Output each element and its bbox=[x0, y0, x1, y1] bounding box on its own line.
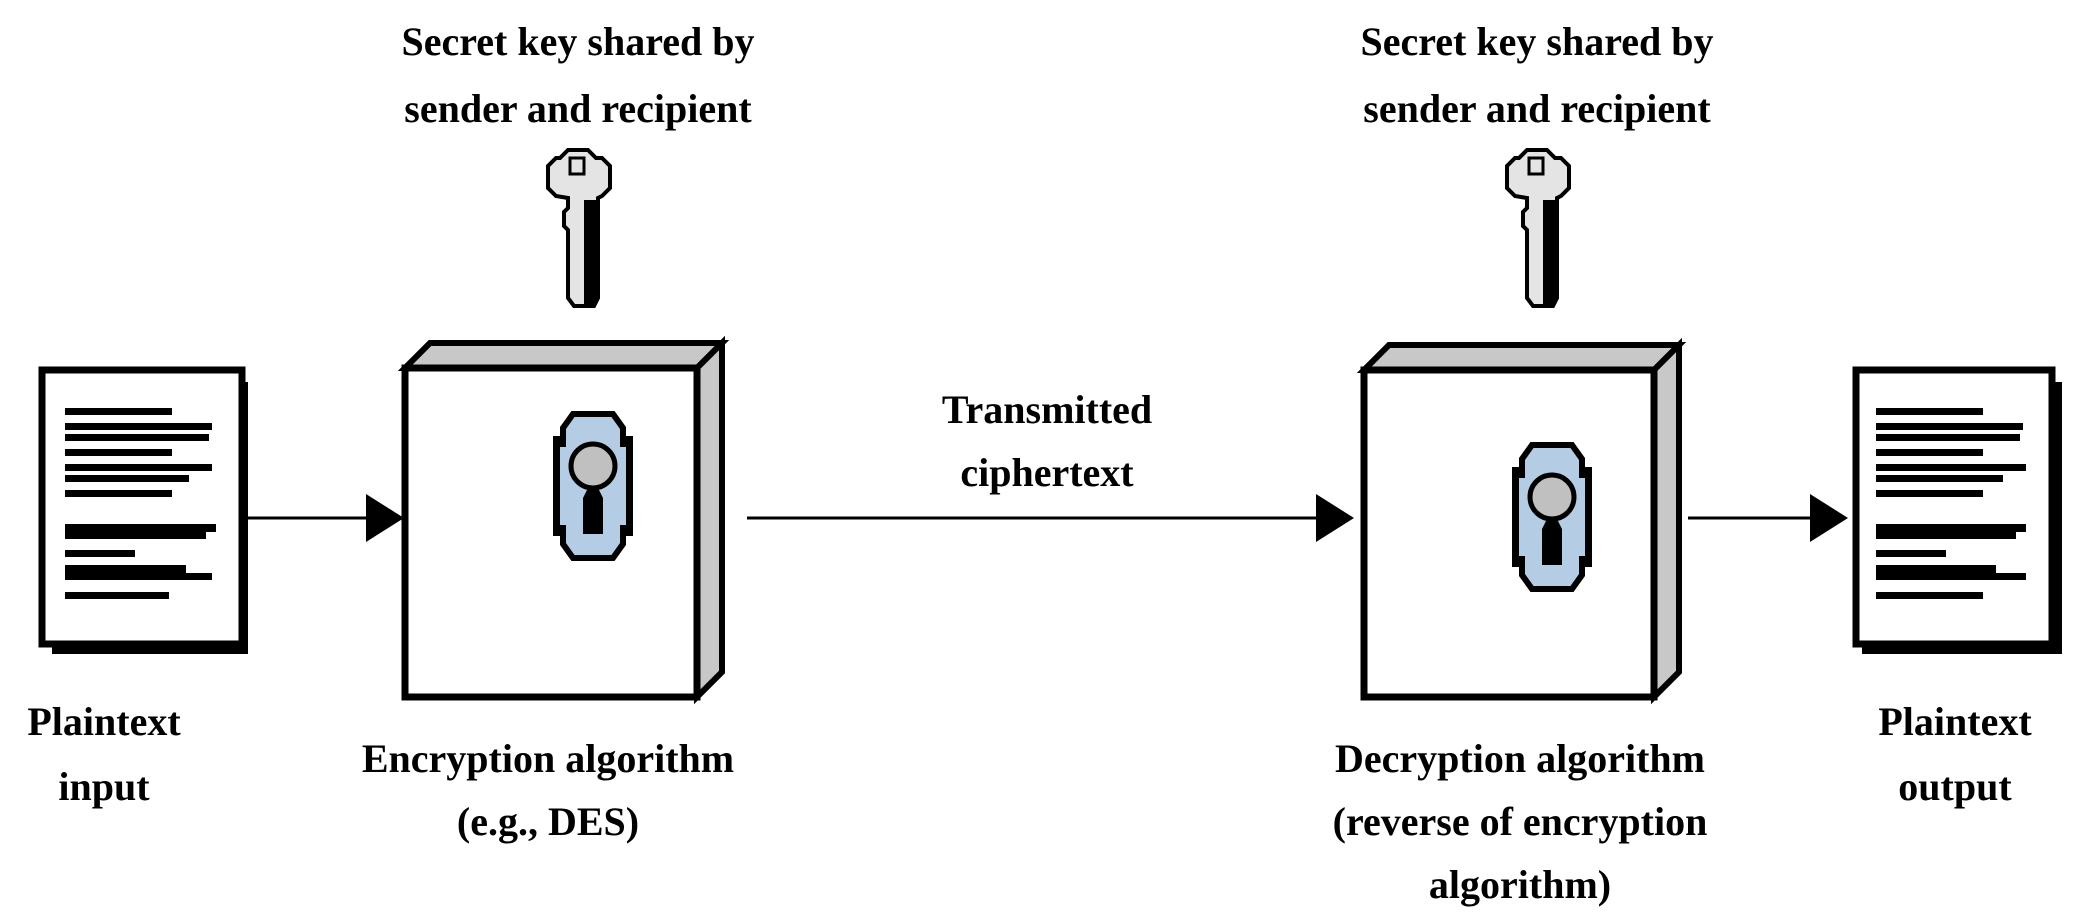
decryption-algorithm-box bbox=[1356, 337, 1687, 705]
plaintext-input-document-icon bbox=[38, 366, 248, 654]
arrow-plaintext-to-encryption bbox=[248, 494, 404, 542]
plaintext-input-label: Plaintext input bbox=[27, 699, 181, 809]
key-label-right: Secret key shared by sender and recipien… bbox=[1361, 19, 1714, 131]
key-label-right-line1: Secret key shared by bbox=[1361, 19, 1714, 64]
encryption-algorithm-label: Encryption algorithm (e.g., DES) bbox=[362, 736, 734, 844]
encryption-label-line1: Encryption algorithm bbox=[362, 736, 734, 781]
key-label-left-line2: sender and recipient bbox=[404, 86, 752, 131]
transmitted-ciphertext-label: Transmitted ciphertext bbox=[942, 387, 1152, 495]
document-text-lines bbox=[65, 408, 216, 599]
document-text-lines bbox=[1876, 408, 2026, 599]
arrow-transmitted-ciphertext bbox=[747, 494, 1354, 542]
encryption-label-line2: (e.g., DES) bbox=[457, 799, 639, 844]
transmitted-label-line2: ciphertext bbox=[960, 450, 1134, 495]
plaintext-output-document-icon bbox=[1852, 366, 2062, 654]
decryption-algorithm-label: Decryption algorithm (reverse of encrypt… bbox=[1333, 736, 1708, 907]
key-icon bbox=[1505, 148, 1571, 308]
key-icon bbox=[546, 148, 612, 308]
plaintext-input-line2: input bbox=[58, 764, 150, 809]
transmitted-label-line1: Transmitted bbox=[942, 387, 1152, 432]
plaintext-output-label: Plaintext output bbox=[1878, 699, 2032, 809]
plaintext-input-line1: Plaintext bbox=[27, 699, 181, 744]
decryption-label-line3: algorithm) bbox=[1429, 862, 1611, 907]
keyhole-icon bbox=[553, 411, 633, 561]
key-label-right-line2: sender and recipient bbox=[1363, 86, 1711, 131]
encryption-algorithm-box bbox=[397, 335, 730, 705]
plaintext-output-line2: output bbox=[1898, 764, 2012, 809]
decryption-label-line2: (reverse of encryption bbox=[1333, 799, 1708, 844]
arrow-decryption-to-plaintext bbox=[1688, 494, 1848, 542]
keyhole-icon bbox=[1512, 442, 1592, 592]
plaintext-output-line1: Plaintext bbox=[1878, 699, 2032, 744]
key-label-left-line1: Secret key shared by bbox=[402, 19, 755, 64]
decryption-label-line1: Decryption algorithm bbox=[1335, 736, 1705, 781]
key-label-left: Secret key shared by sender and recipien… bbox=[402, 19, 755, 131]
